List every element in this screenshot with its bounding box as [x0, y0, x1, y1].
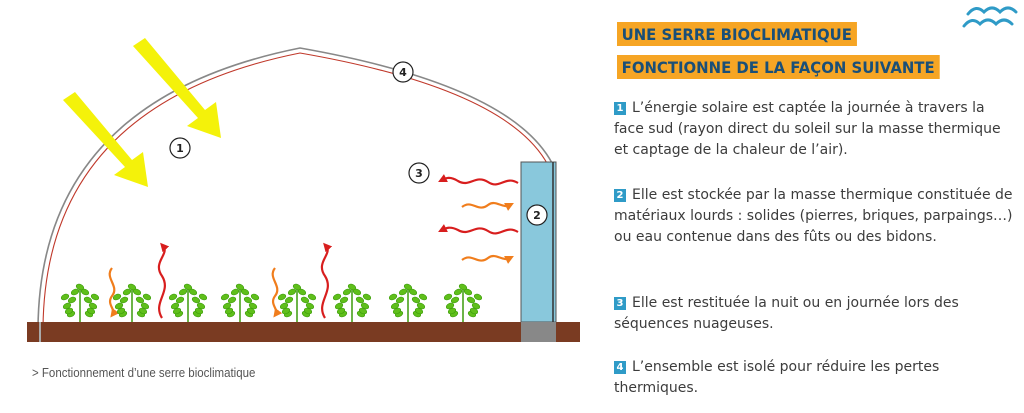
plant-icon — [388, 283, 428, 322]
step-number-badge: 4 — [614, 361, 626, 374]
heat-wave-red — [438, 174, 519, 186]
step-number-badge: 3 — [614, 297, 626, 310]
step-text: L’ensemble est isolé pour réduire les pe… — [614, 359, 940, 396]
diagram-label-1: 1 — [176, 142, 184, 155]
heat-wave-orange — [461, 254, 514, 264]
plant-icon — [220, 283, 260, 322]
step-number-badge: 1 — [614, 102, 626, 115]
plants — [60, 283, 483, 322]
heat-wave-red — [438, 224, 519, 235]
wall-footing — [521, 322, 556, 342]
thermal-mass-wall — [520, 161, 557, 323]
diagram-label-3: 3 — [415, 167, 423, 180]
title-line-1: UNE SERRE BIOCLIMATIQUE — [617, 22, 857, 46]
sun-ray-icon — [133, 38, 221, 138]
step-number-badge: 2 — [614, 189, 626, 202]
sun-ray-icon — [63, 92, 148, 187]
greenhouse-dome-outer — [37, 47, 553, 329]
plant-icon — [60, 283, 100, 322]
greenhouse-dome-inner — [42, 52, 549, 329]
ground — [27, 322, 580, 342]
sun-arrows — [63, 38, 221, 187]
heat-wave-red — [320, 242, 333, 319]
plant-icon — [332, 283, 372, 322]
diagram-label-4: 4 — [399, 66, 407, 79]
title-line-2: FONCTIONNE DE LA FAÇON SUIVANTE — [617, 55, 940, 79]
diagram-caption: > Fonctionnement d’une serre bioclimatiq… — [32, 366, 256, 380]
step-text: L’énergie solaire est captée la journée … — [614, 100, 1001, 158]
waves-icon — [962, 6, 1018, 28]
heat-wave-red — [157, 242, 170, 319]
heat-wave-orange — [271, 267, 283, 318]
plant-icon — [168, 283, 208, 322]
greenhouse-diagram: 1 2 3 4 — [27, 38, 580, 342]
plant-icon — [443, 283, 483, 322]
plant-icon — [112, 283, 152, 322]
step-text: Elle est restituée la nuit ou en journée… — [614, 295, 959, 332]
diagram-label-2: 2 — [533, 209, 541, 222]
plant-icon — [277, 283, 317, 322]
heat-wave-orange — [108, 267, 120, 318]
heat-wave-orange — [461, 201, 514, 211]
step-text: Elle est stockée par la masse thermique … — [614, 187, 1013, 245]
